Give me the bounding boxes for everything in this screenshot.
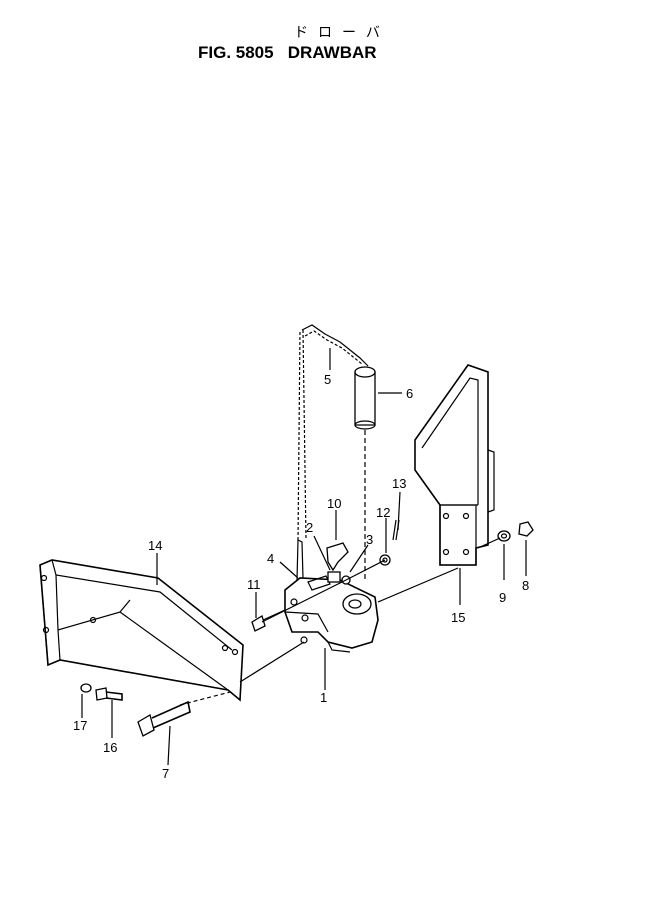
callout-4: 4 — [267, 551, 274, 566]
pin-part-6 — [354, 366, 376, 580]
callout-2: 2 — [306, 520, 313, 535]
nut-cotter-parts-12-13 — [379, 519, 400, 566]
pin-holder-part-4 — [296, 539, 331, 591]
figure-number: FIG. 5805 — [198, 43, 274, 62]
chain-part-5 — [297, 324, 369, 541]
callout-1: 1 — [320, 690, 327, 705]
callout-11: 11 — [247, 577, 261, 592]
callout-8: 8 — [522, 578, 529, 593]
callout-7: 7 — [162, 766, 169, 781]
japanese-title: ドローバ — [294, 25, 390, 41]
drawbar-body-part-1 — [284, 577, 379, 653]
callout-17: 17 — [73, 718, 87, 733]
callout-16: 16 — [103, 740, 117, 755]
callout-13: 13 — [392, 476, 406, 491]
assembly-lines — [179, 537, 501, 706]
part-name: DRAWBAR — [287, 43, 377, 62]
callout-10: 10 — [327, 496, 341, 511]
callout-5: 5 — [324, 372, 331, 387]
callout-3: 3 — [366, 532, 373, 547]
bolt-washer-parts-16-17 — [80, 683, 123, 701]
callout-15: 15 — [451, 610, 465, 625]
right-bracket-part-15 — [414, 364, 495, 566]
callout-14: 14 — [148, 538, 162, 553]
figure-title: FIG. 5805 DRAWBAR — [198, 43, 377, 63]
callout-12: 12 — [376, 505, 390, 520]
bolt-part-7 — [137, 700, 191, 737]
latch-parts-2-3-10 — [326, 542, 351, 585]
nut-washer-parts-8-9 — [497, 521, 534, 542]
leader-lines — [81, 348, 527, 766]
callout-6: 6 — [406, 386, 413, 401]
callout-9: 9 — [499, 590, 506, 605]
left-bracket-part-14 — [39, 559, 244, 702]
